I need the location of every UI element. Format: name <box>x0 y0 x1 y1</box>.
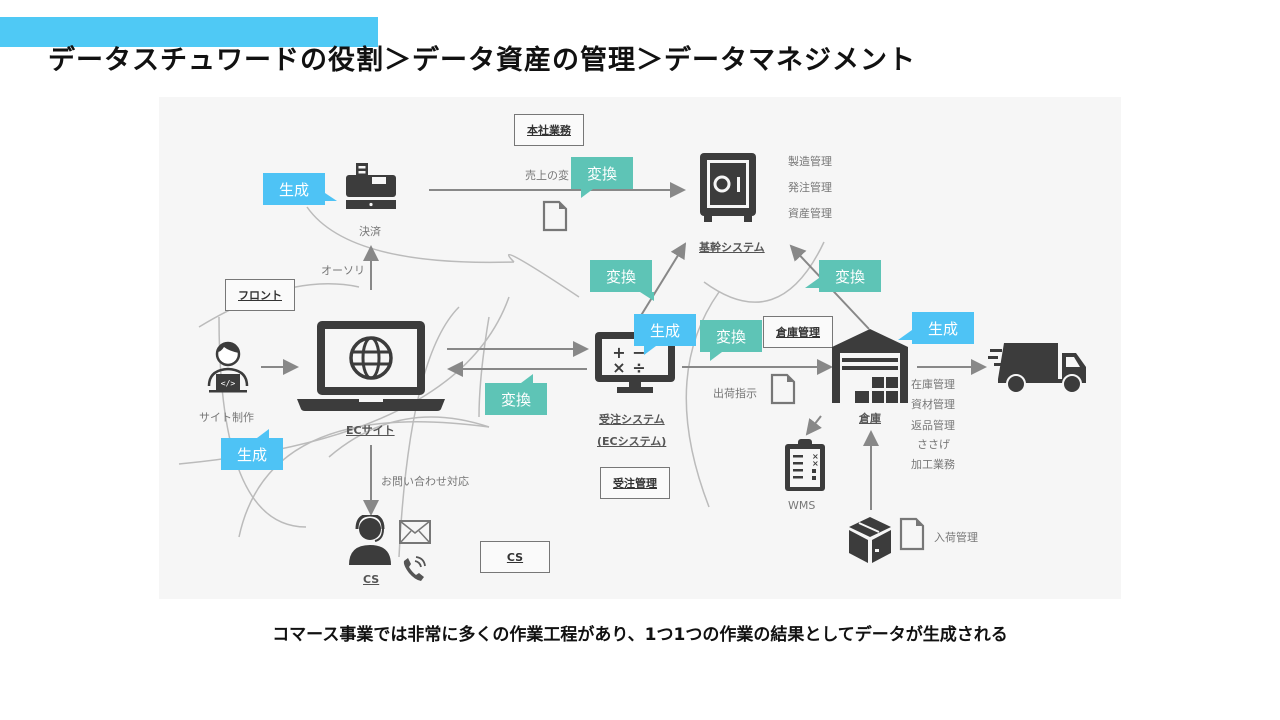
svg-text:</>: </> <box>221 379 236 388</box>
clipboard-icon: × × <box>785 439 825 491</box>
svg-text:×: × <box>612 358 625 377</box>
title-accent-bar <box>0 17 378 47</box>
core-system-label: 基幹システム <box>699 241 765 254</box>
page-title: データスチュワードの役割＞データ資産の管理＞データマネジメント <box>48 45 916 76</box>
ec-site-label: ECサイト <box>346 424 395 437</box>
mail-icon <box>399 520 431 544</box>
generate-callout: 生成 <box>898 312 974 344</box>
convert-callout: 変換 <box>485 374 547 415</box>
svg-text:+: + <box>612 343 625 362</box>
area-box-juchu: 受注管理 <box>600 467 670 499</box>
inquiry-label: お問い合わせ対応 <box>381 475 469 488</box>
area-box-honsha: 本社業務 <box>514 114 584 146</box>
svg-text:÷: ÷ <box>632 358 645 377</box>
sales-label: 売上の変 <box>525 169 569 182</box>
document-icon <box>770 373 796 405</box>
headset-agent-icon <box>349 515 391 565</box>
wms-label: WMS <box>788 499 816 512</box>
order-system-label: 受注システム <box>599 413 665 426</box>
core-function: 製造管理 <box>788 155 832 168</box>
convert-callout: 変換 <box>805 260 881 292</box>
warehouse-function: 加工業務 <box>911 458 955 471</box>
svg-text:×: × <box>812 452 819 461</box>
cash-register-icon <box>346 163 396 209</box>
warehouse-function: ささげ <box>917 438 950 451</box>
document-icon <box>899 517 925 551</box>
svg-text:×: × <box>812 459 819 468</box>
area-boundary-arc <box>507 253 580 298</box>
data-flow-diagram: 本社業務 フロント 受注管理 倉庫管理 CS 決済 オーソリ 売上の変 基幹シス… <box>159 97 1121 599</box>
document-icon <box>542 200 568 232</box>
warehouse-function: 返品管理 <box>911 419 955 432</box>
generate-callout: 生成 <box>634 314 696 355</box>
area-boundary-arc <box>328 416 490 458</box>
convert-callout: 変換 <box>571 157 633 198</box>
area-box-front: フロント <box>225 279 295 311</box>
safe-icon <box>700 153 756 222</box>
svg-text:−: − <box>632 343 645 362</box>
generate-callout: 生成 <box>221 429 283 470</box>
core-function: 発注管理 <box>788 181 832 194</box>
generate-callout: 生成 <box>263 173 337 205</box>
area-boundary-arc <box>685 291 720 508</box>
authorize-label: オーソリ <box>321 264 365 277</box>
warehouse-icon <box>832 329 908 403</box>
convert-callout: 変換 <box>590 260 654 301</box>
phone-icon <box>403 556 426 581</box>
area-boundary-arc <box>218 316 307 528</box>
slide-caption: コマース事業では非常に多くの作業工程があり、1つ1つの作業の結果としてデータが生… <box>272 625 1008 645</box>
convert-callout: 変換 <box>700 320 762 361</box>
area-boundary-arc <box>238 421 490 538</box>
warehouse-label: 倉庫 <box>859 412 881 425</box>
warehouse-function: 在庫管理 <box>911 378 955 391</box>
shipping-label: 出荷指示 <box>713 387 757 400</box>
warehouse-function: 資材管理 <box>911 398 955 411</box>
box-icon <box>849 517 891 563</box>
area-box-cs: CS <box>480 541 550 573</box>
arrow-warehouse-to-wms <box>805 415 822 436</box>
area-box-soko: 倉庫管理 <box>763 316 833 348</box>
arrow-order-to-core <box>636 242 687 323</box>
payment-label: 決済 <box>359 225 381 238</box>
area-boundary-arc <box>478 316 490 418</box>
order-system-sublabel: (ECシステム) <box>597 435 667 448</box>
area-boundary-arc <box>306 206 515 264</box>
inbound-label: 入荷管理 <box>934 531 978 544</box>
area-boundary-arc <box>703 241 825 303</box>
developer-icon: </> <box>207 341 249 393</box>
laptop-globe-icon <box>297 321 445 411</box>
site-production-label: サイト制作 <box>199 411 254 424</box>
truck-icon <box>988 343 1086 394</box>
cs-agent-label: CS <box>363 573 380 586</box>
core-function: 資産管理 <box>788 207 832 220</box>
